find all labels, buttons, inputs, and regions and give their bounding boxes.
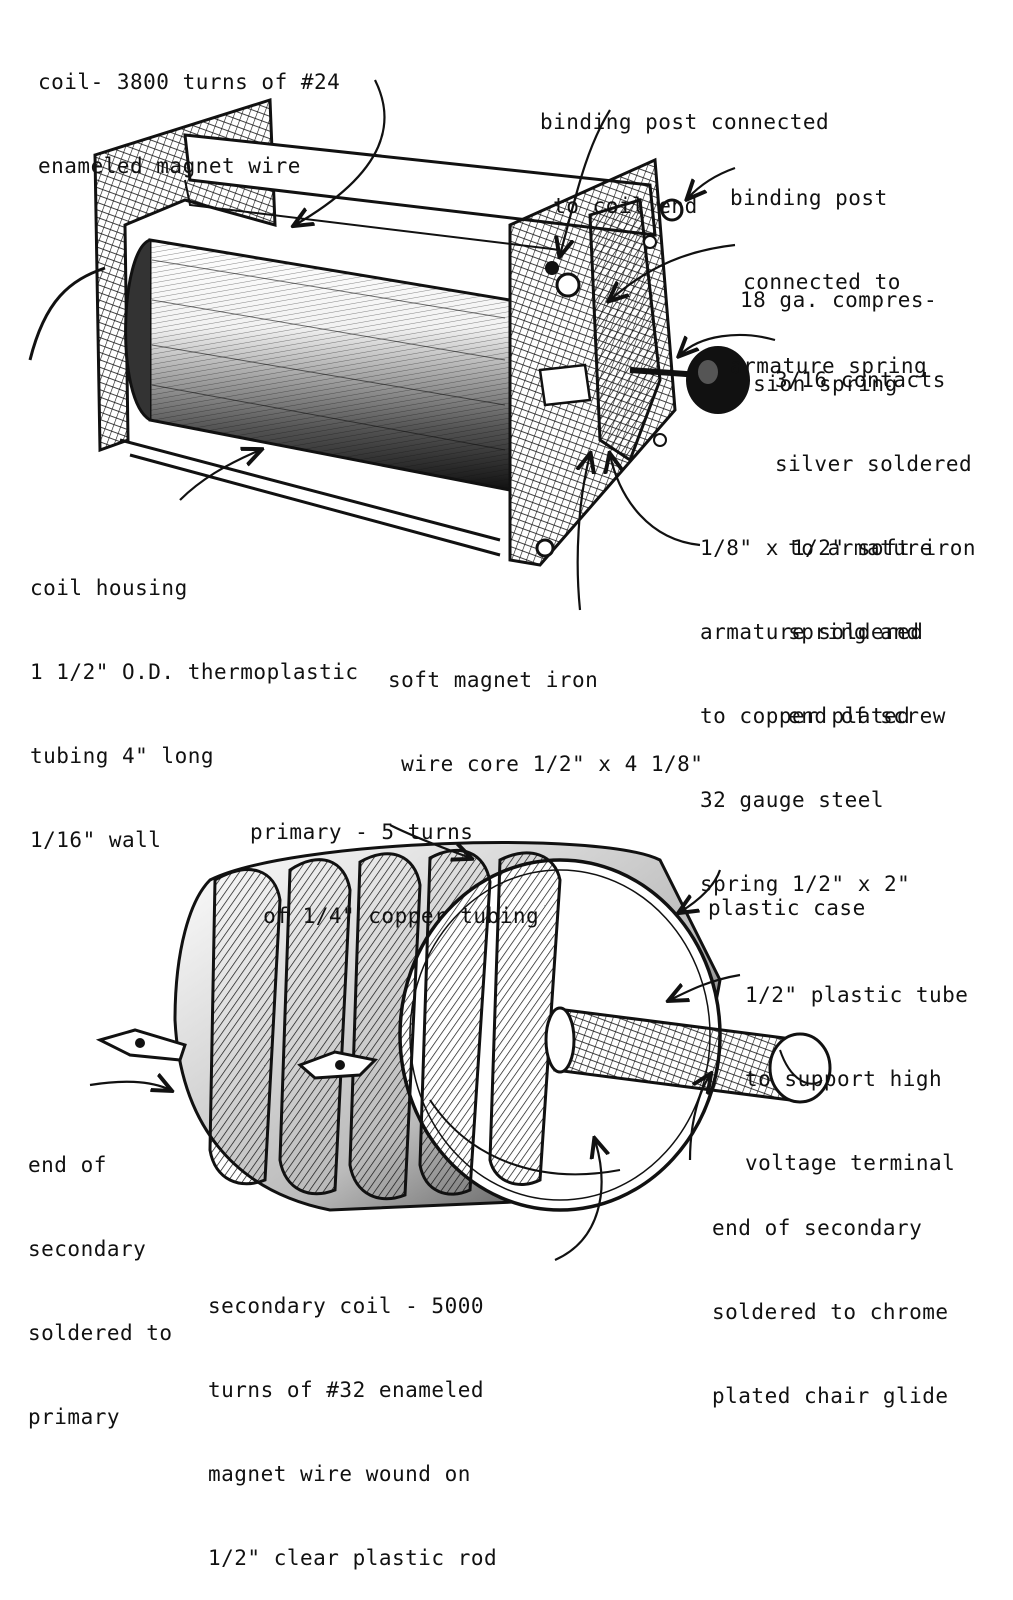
- leader-lines-top: [179, 79, 776, 611]
- left-end-plate: [93, 97, 277, 453]
- label-secondary-end-glide: end of secondary soldered to chrome plat…: [712, 1216, 949, 1408]
- label-secondary-coil: secondary coil - 5000 turns of #32 ename…: [208, 1294, 498, 1570]
- primary-turns: [208, 848, 562, 1201]
- label-coil: coil- 3800 turns of #24 enameled magnet …: [38, 70, 341, 178]
- drawing-canvas: [28, 79, 832, 1262]
- high-voltage-coil-illustration: [95, 841, 832, 1212]
- label-armature: 1/8" x 1/2" soft iron armature soldered …: [700, 536, 977, 896]
- label-coil-housing: coil housing 1 1/2" O.D. thermoplastic t…: [30, 576, 359, 852]
- label-plastic-case: plastic case: [708, 896, 866, 920]
- label-core: soft magnet iron wire core 1/2" x 4 1/8": [388, 668, 704, 776]
- chrome-chair-glide-icon: [768, 1032, 832, 1104]
- binding-post-armature-icon: [660, 198, 684, 222]
- label-plastic-tube: 1/2" plastic tube to support high voltag…: [745, 983, 969, 1175]
- label-binding-post-armature: binding post connected to armature sprin…: [730, 186, 928, 378]
- armature-spring: [588, 198, 662, 463]
- label-compression-spring: 18 ga. compres- sion spring: [740, 288, 938, 396]
- buzzer-vibrator-illustration: [28, 97, 750, 567]
- binding-post-coil-icon: [555, 272, 581, 298]
- label-binding-post-coil: binding post connected to coil end: [540, 110, 830, 218]
- leader-lines-bottom: [89, 824, 741, 1262]
- label-contacts: 3/16 contacts silver soldered to armatur…: [775, 368, 973, 728]
- label-secondary-end-primary: end of secondary soldered to primary: [28, 1153, 173, 1429]
- label-primary: primary - 5 turns of 1/4" copper tubing: [250, 820, 540, 928]
